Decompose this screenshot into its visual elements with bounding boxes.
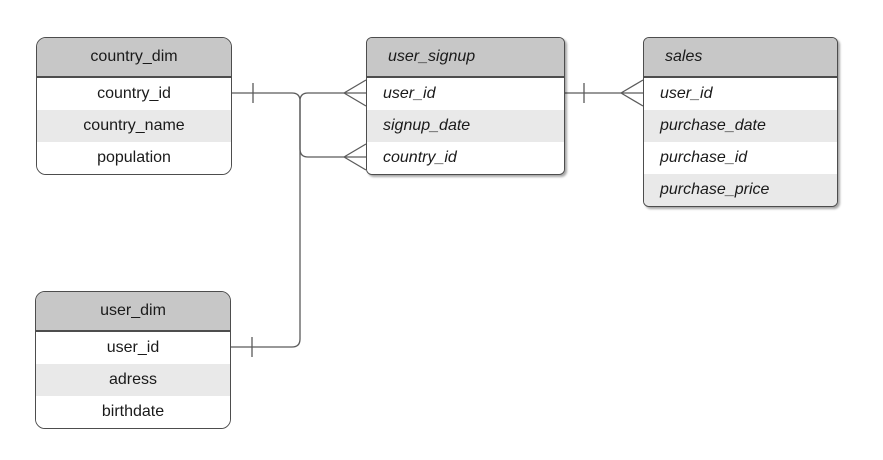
- column-adress: adress: [36, 364, 230, 396]
- table-title: sales: [644, 38, 837, 78]
- table-user-dim[interactable]: user_dim user_id adress birthdate: [35, 291, 231, 429]
- crow-foot-many-icon: [620, 79, 644, 107]
- relationship-country-dim-to-user-signup[interactable]: [232, 83, 367, 171]
- table-title: user_dim: [36, 292, 230, 332]
- table-title: country_dim: [37, 38, 231, 78]
- column-purchase-date: purchase_date: [644, 110, 837, 142]
- column-population: population: [37, 142, 231, 174]
- column-user-id: user_id: [644, 78, 837, 110]
- column-user-id: user_id: [36, 332, 230, 364]
- connector-line[interactable]: [232, 92, 344, 158]
- crow-foot-many-icon: [343, 79, 367, 107]
- column-country-id: country_id: [367, 142, 564, 174]
- column-signup-date: signup_date: [367, 110, 564, 142]
- column-birthdate: birthdate: [36, 396, 230, 428]
- connector-line[interactable]: [231, 92, 344, 348]
- column-country-name: country_name: [37, 110, 231, 142]
- column-purchase-id: purchase_id: [644, 142, 837, 174]
- crow-foot-many-icon: [343, 143, 367, 171]
- column-user-id: user_id: [367, 78, 564, 110]
- table-country-dim[interactable]: country_dim country_id country_name popu…: [36, 37, 232, 175]
- table-title: user_signup: [367, 38, 564, 78]
- column-purchase-price: purchase_price: [644, 174, 837, 206]
- table-user-signup[interactable]: user_signup user_id signup_date country_…: [366, 37, 565, 175]
- column-country-id: country_id: [37, 78, 231, 110]
- table-sales[interactable]: sales user_id purchase_date purchase_id …: [643, 37, 838, 207]
- relationship-user-dim-to-user-signup[interactable]: [231, 79, 367, 357]
- relationship-user-signup-to-sales[interactable]: [565, 79, 644, 107]
